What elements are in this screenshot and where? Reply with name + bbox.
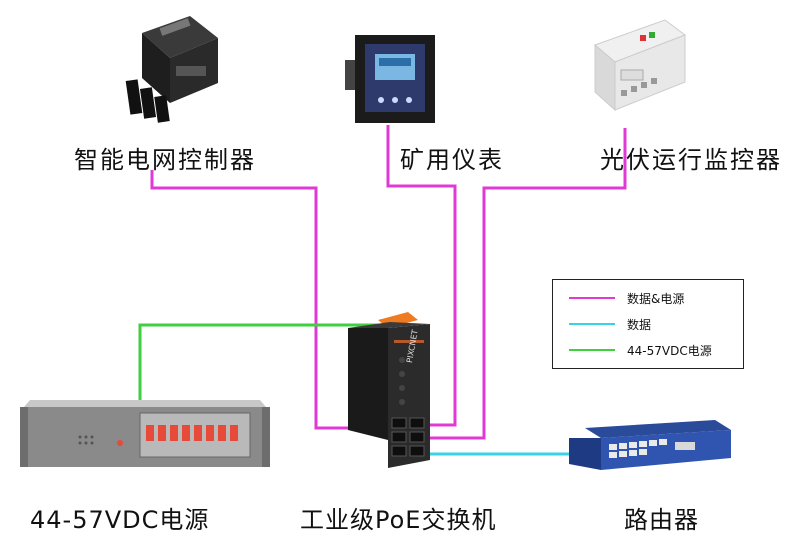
legend-item-data-power: 数据&电源: [553, 288, 743, 308]
poe-switch-label: 工业级PoE交换机: [300, 500, 496, 535]
legend-swatch-data: [569, 323, 615, 325]
legend-item-data: 数据: [553, 314, 743, 334]
power-controller-icon: [120, 8, 240, 128]
legend: 数据&电源 数据 44-57VDC电源: [552, 279, 744, 369]
rack-power-supply-icon: [20, 395, 270, 475]
legend-item-dc-power: 44-57VDC电源: [553, 340, 743, 360]
meter-icon: [345, 30, 445, 130]
router-label: 路由器: [624, 500, 699, 535]
legend-label: 数据&电源: [627, 290, 684, 307]
pv-monitor-label: 光伏运行监控器: [600, 140, 782, 175]
legend-swatch-dc-power: [569, 349, 615, 351]
legend-label: 数据: [627, 316, 651, 333]
mine-meter-label: 矿用仪表: [400, 140, 504, 175]
power-supply-label: 44-57VDC电源: [30, 500, 209, 535]
pv-controller-icon: [585, 10, 695, 120]
poe-switch-icon: [348, 310, 438, 470]
legend-swatch-data-power: [569, 297, 615, 299]
link-dc-power: [140, 325, 380, 400]
smart-controller-label: 智能电网控制器: [74, 140, 256, 175]
legend-label: 44-57VDC电源: [627, 342, 712, 359]
router-icon: [565, 418, 735, 488]
